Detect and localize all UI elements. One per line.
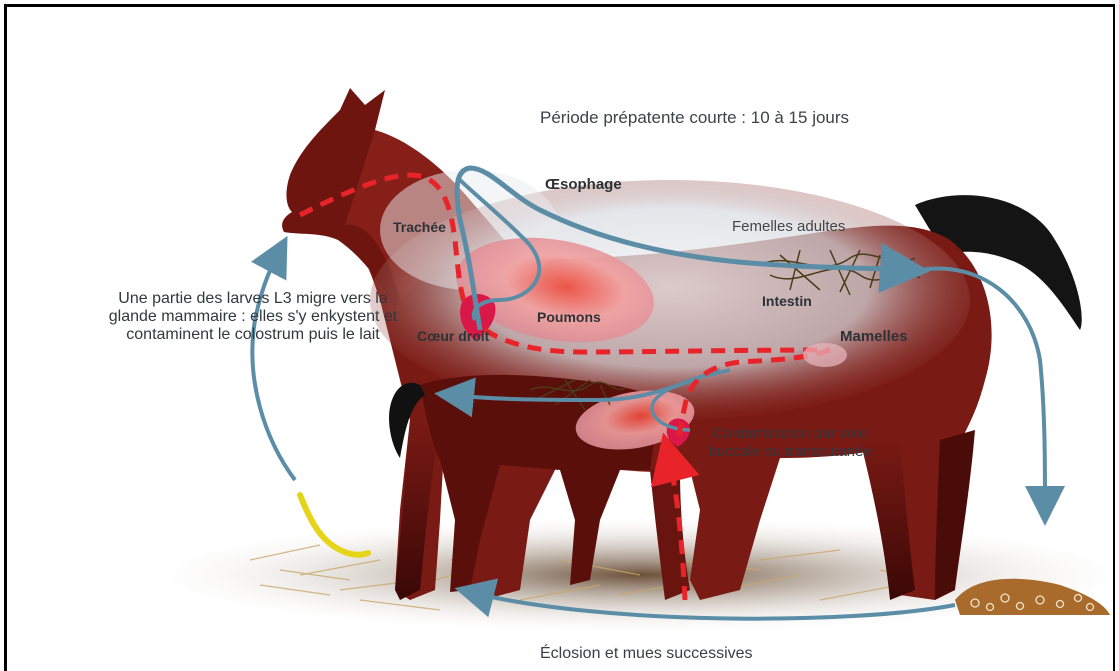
label-contamination: Contamination par voie buccale ou transc… (700, 425, 880, 461)
label-trachee: Trachée (393, 219, 446, 235)
label-oesophage: Œsophage (545, 176, 622, 193)
label-poumons: Poumons (537, 309, 601, 325)
label-mamelles: Mamelles (840, 328, 908, 345)
label-coeur-droit: Cœur droit (417, 328, 489, 344)
label-larves-mammaire: Une partie des larves L3 migre vers la g… (108, 290, 398, 344)
label-intestin: Intestin (762, 293, 812, 309)
udder-organ (803, 343, 847, 367)
label-eclosion: Éclosion et mues successives (540, 645, 753, 663)
diagram-title: Période prépatente courte : 10 à 15 jour… (540, 108, 849, 128)
cycle-return-pathway (252, 250, 295, 480)
label-femelles-adultes: Femelles adultes (732, 218, 845, 235)
